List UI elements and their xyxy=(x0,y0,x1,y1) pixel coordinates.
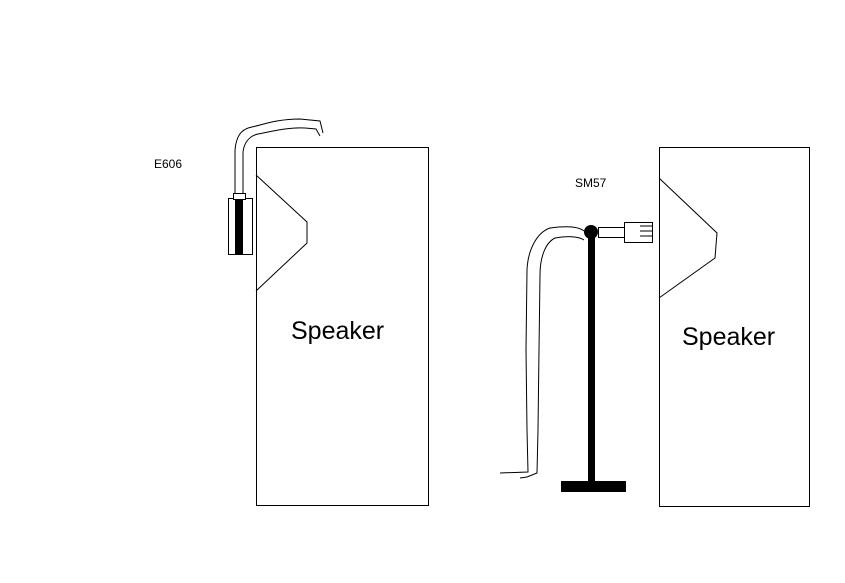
e606-microphone xyxy=(228,118,324,255)
e606-label: E606 xyxy=(154,157,183,171)
speaker-left-cone xyxy=(255,174,308,292)
speaker-right-cabinet xyxy=(659,147,810,507)
sm57-label: SM57 xyxy=(575,176,607,190)
speaker-right-label: Speaker xyxy=(682,323,776,351)
speaker-left-cabinet xyxy=(256,147,429,506)
sm57-microphone-stand xyxy=(499,222,653,492)
speaker-right-cone xyxy=(658,177,718,299)
speaker-left-label: Speaker xyxy=(291,317,385,345)
